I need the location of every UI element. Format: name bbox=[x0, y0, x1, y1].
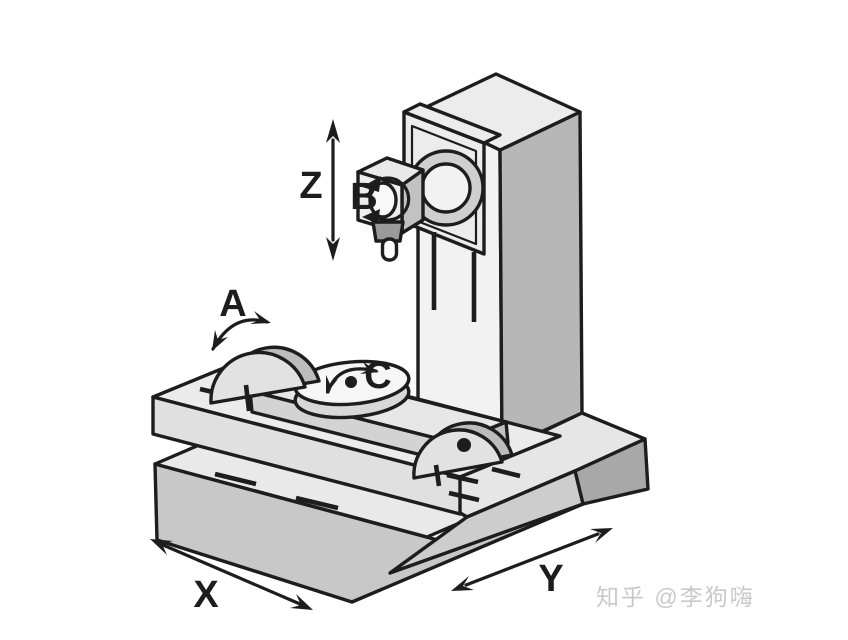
rotary-table-center-dot bbox=[345, 376, 357, 388]
a-arrowhead-right bbox=[250, 311, 271, 324]
spindle-nose bbox=[368, 181, 398, 219]
x-axis-label: X bbox=[193, 574, 219, 616]
x-axis-arrow bbox=[150, 539, 313, 610]
watermark: 知乎 @李狗嗨 bbox=[596, 584, 755, 610]
y-arrow-line bbox=[464, 532, 600, 587]
z-arrowhead-up bbox=[326, 119, 340, 143]
left-trunnion-front bbox=[209, 350, 307, 405]
a-axis-label: A bbox=[219, 283, 246, 325]
tool-holder-collet bbox=[371, 220, 405, 243]
saddle-front-face bbox=[151, 395, 462, 516]
bed-extension-front-face bbox=[388, 469, 585, 575]
trunnion-pivot-dot bbox=[457, 438, 471, 452]
spindle-bearing-bore bbox=[420, 162, 472, 214]
y-arrowhead-left bbox=[451, 576, 474, 591]
z-axis-arrow bbox=[326, 119, 340, 261]
b-arc bbox=[370, 176, 411, 222]
left-trunnion-slot bbox=[243, 384, 252, 412]
x-arrow-line bbox=[161, 543, 302, 606]
column-right-face bbox=[498, 110, 584, 452]
b-arrowhead-bottom bbox=[362, 209, 380, 224]
left-trunnion bbox=[209, 345, 321, 412]
a-rotation-arrow bbox=[211, 311, 271, 351]
t-slot bbox=[491, 466, 521, 479]
a-arrowhead-left bbox=[212, 330, 228, 351]
c-axis-label: C bbox=[364, 355, 391, 397]
b-arrowhead-top bbox=[362, 176, 381, 192]
t-slot bbox=[295, 495, 339, 511]
y-arrowhead-right bbox=[590, 528, 613, 543]
t-slot-marks bbox=[199, 386, 521, 511]
x-arrowhead-left bbox=[150, 539, 173, 555]
c-arrowhead-right bbox=[360, 362, 379, 374]
t-slot bbox=[448, 490, 480, 503]
head-plate-top bbox=[402, 102, 502, 145]
y-axis-arrow bbox=[451, 528, 613, 591]
z-arrowhead-down bbox=[326, 237, 340, 261]
b-axis-label: B bbox=[350, 176, 377, 218]
t-slot bbox=[214, 471, 257, 487]
z-axis-label: Z bbox=[299, 165, 322, 207]
right-trunnion-slot bbox=[433, 464, 442, 487]
c-rotation-arrow bbox=[326, 362, 379, 394]
column-guide-rails bbox=[431, 232, 477, 322]
cutting-tool bbox=[380, 237, 399, 262]
t-slot bbox=[446, 472, 479, 485]
rotary-table bbox=[293, 359, 411, 420]
y-axis-label: Y bbox=[538, 558, 563, 600]
c-arrowhead-left bbox=[326, 375, 338, 394]
x-arrowhead-right bbox=[290, 594, 313, 610]
b-rotation-arrow bbox=[362, 176, 411, 224]
right-trunnion bbox=[412, 421, 514, 487]
bed-right-extension bbox=[388, 411, 650, 575]
